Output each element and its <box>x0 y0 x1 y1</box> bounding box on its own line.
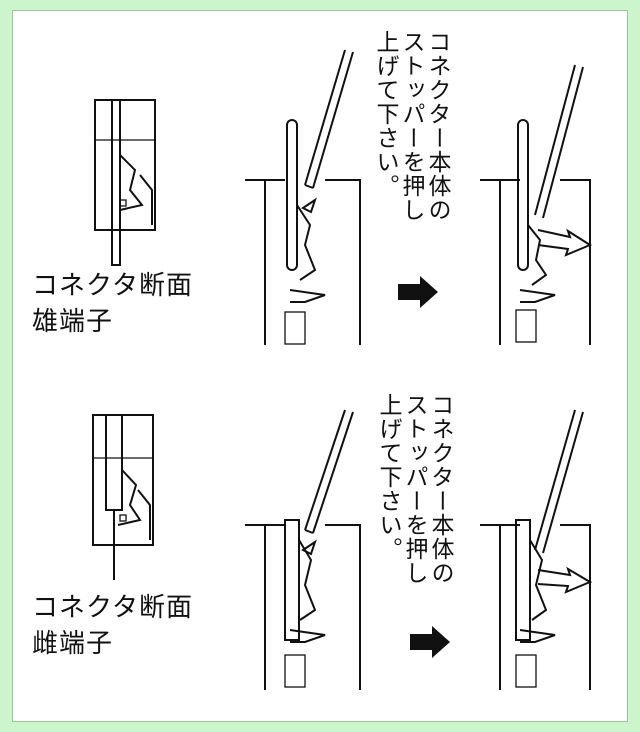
row1-instruction-line2: ストッパーを押し <box>398 30 424 222</box>
row1-instruction: コネクター本体の ストッパーを押し 上げて下さい。 <box>372 30 450 222</box>
row2-after-diagram <box>480 409 593 690</box>
row1-before-diagram <box>245 49 361 345</box>
row2-label: コネクタ断面 雌端子 <box>32 590 193 662</box>
row1-instruction-line1: コネクター本体の <box>424 30 450 222</box>
row2-instruction-line1: コネクター本体の <box>427 393 453 585</box>
row1-arrow-icon <box>398 276 438 308</box>
row2-instruction: コネクター本体の ストッパーを押し 上げて下さい。 <box>375 393 453 585</box>
row1-instruction-line3: 上げて下さい。 <box>372 30 398 198</box>
row2-arrow-icon <box>410 626 450 658</box>
row2-label-title: コネクタ断面 <box>32 593 193 623</box>
row1-label-title: コネクタ断面 <box>32 271 193 301</box>
female-terminal-cross-section <box>92 414 154 580</box>
row1-after-diagram <box>480 64 593 345</box>
row2-instruction-line3: 上げて下さい。 <box>375 393 401 561</box>
diagram-panel <box>12 10 628 722</box>
row1-label-type: 雄端子 <box>32 307 114 337</box>
male-terminal-cross-section <box>94 99 156 266</box>
row1-label: コネクタ断面 雄端子 <box>32 268 193 340</box>
row2-instruction-line2: ストッパーを押し <box>401 393 427 585</box>
row2-label-type: 雌端子 <box>32 629 114 659</box>
row2-before-diagram <box>245 409 361 690</box>
